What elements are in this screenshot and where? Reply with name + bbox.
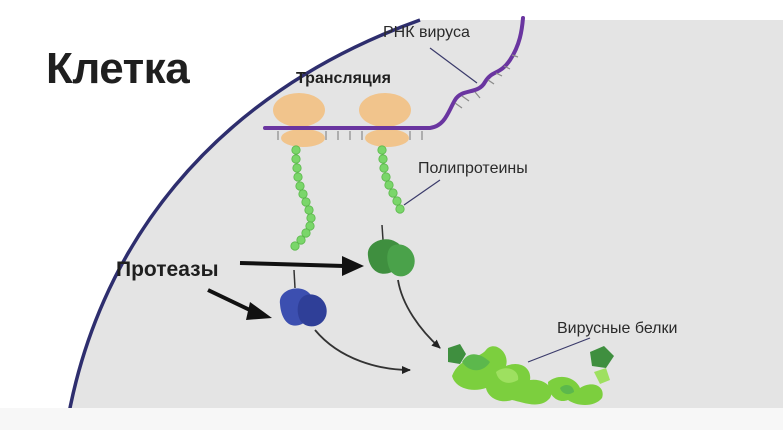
bottom-band: [0, 408, 783, 430]
protease-green: [367, 239, 415, 277]
proteases-arrows: [207, 256, 364, 320]
rna-leader-line: [429, 47, 478, 84]
process-arrow-green: [397, 279, 441, 349]
label-viral-rna: РНК вируса: [383, 24, 470, 41]
protease-blue: [279, 288, 327, 327]
viral-proteins-leader-line: [527, 337, 591, 363]
label-translation: Трансляция: [296, 70, 391, 87]
polyprotein-chain-2: [377, 145, 405, 214]
label-proteases: Протеазы: [116, 258, 219, 281]
ribosome-2: [359, 93, 411, 147]
cell-membrane: [64, 18, 421, 430]
label-viral-proteins: Вирусные белки: [557, 320, 678, 337]
viral-proteins-cluster: [448, 344, 614, 405]
label-polyproteins: Полипротеины: [418, 160, 528, 177]
title-cell: Клетка: [46, 44, 190, 93]
process-arrow-blue: [314, 329, 411, 374]
polyprotein-leader-line: [403, 179, 441, 206]
cell-body: [66, 20, 783, 430]
polyprotein-chain-1: [290, 145, 316, 251]
ribosome-1: [273, 93, 325, 147]
